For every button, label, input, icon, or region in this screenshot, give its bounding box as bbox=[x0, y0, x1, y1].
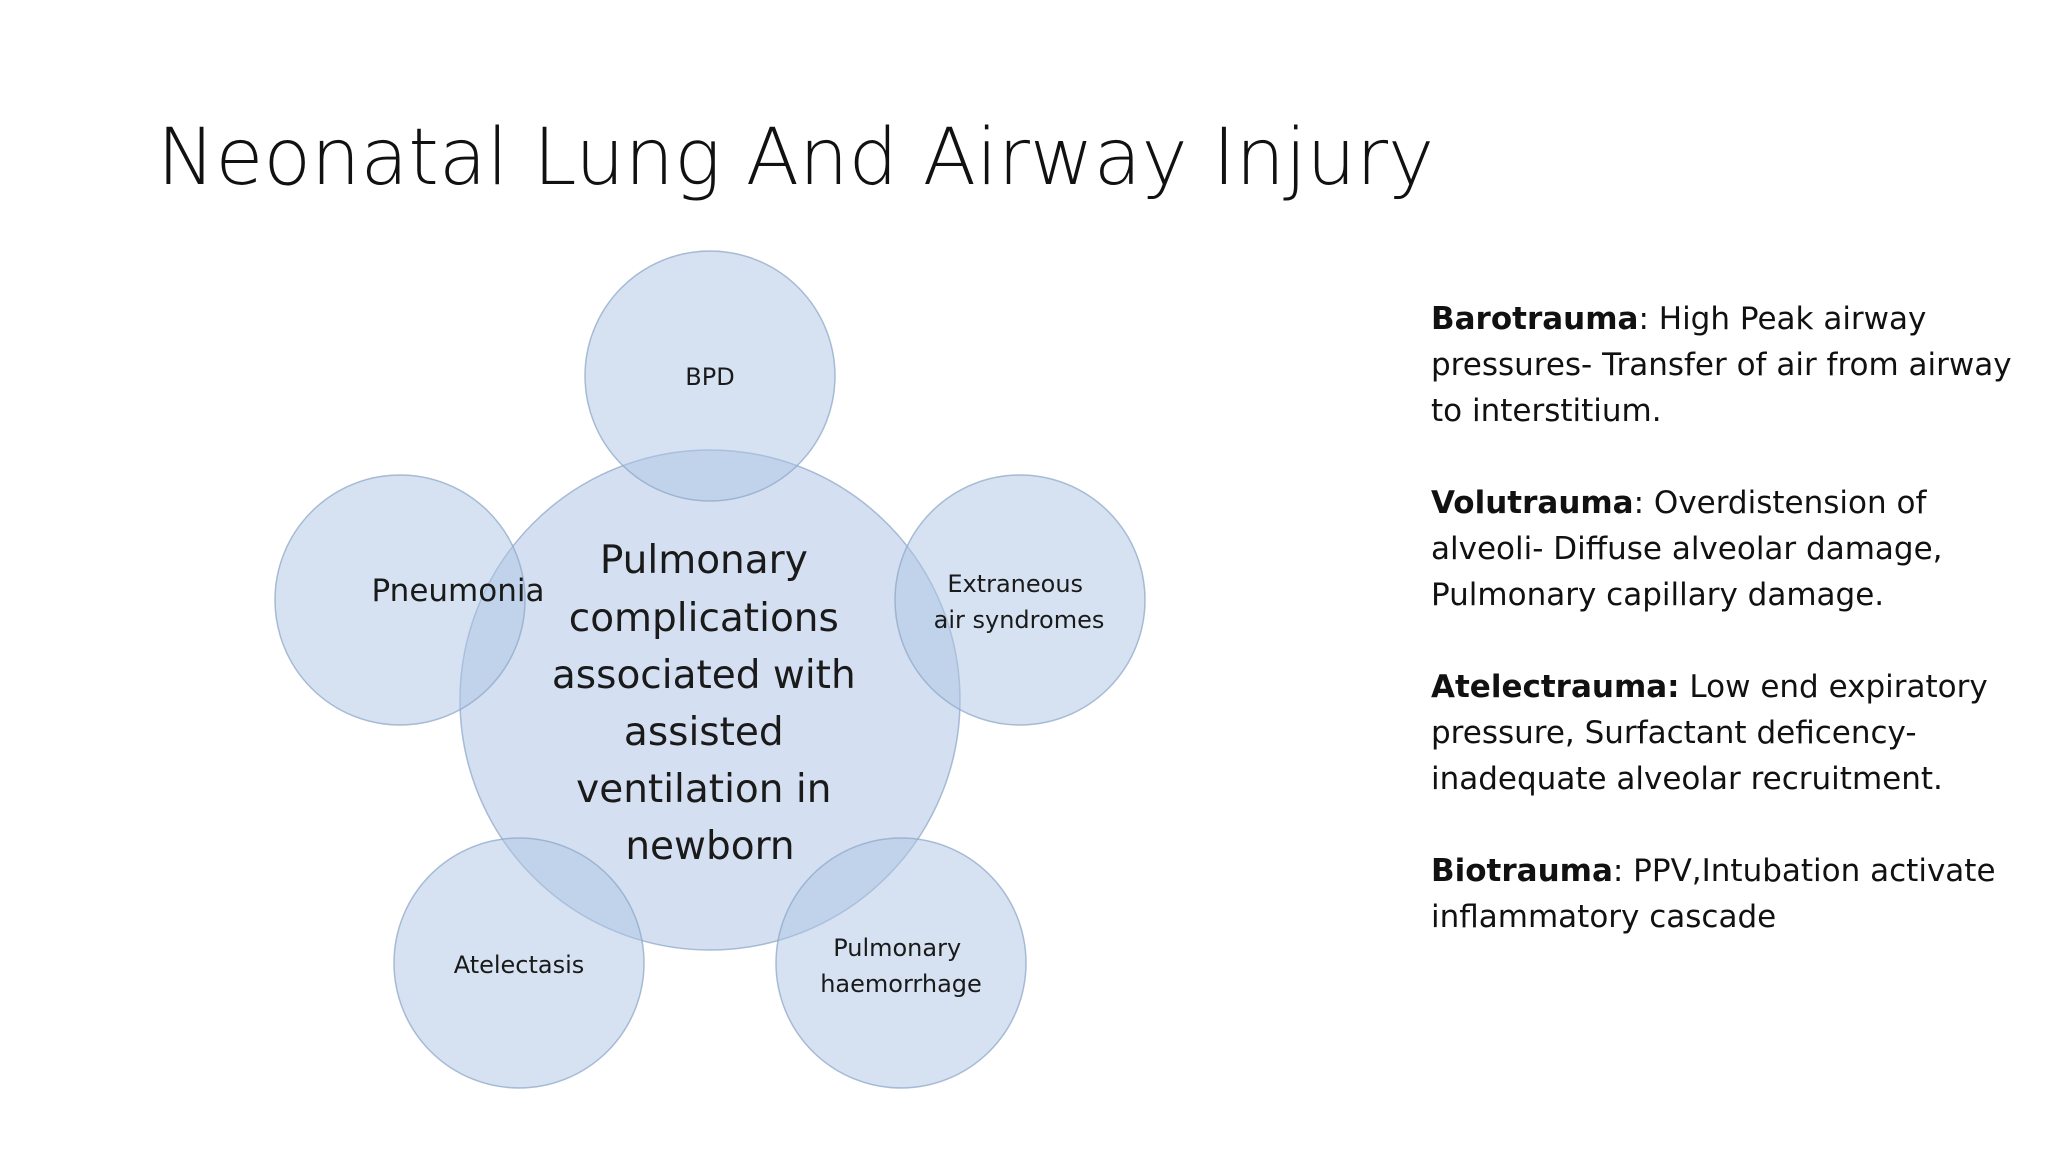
extraneous-air-circle bbox=[894, 474, 1146, 726]
note-atelectrauma: Atelectrauma: Low end expiratory pressur… bbox=[1431, 664, 2031, 802]
center-label: Pulmonary complications associated with … bbox=[552, 538, 868, 869]
haemorrhage-label: Pulmonary haemorrhage bbox=[820, 934, 982, 998]
atelectasis-circle bbox=[393, 837, 645, 1089]
extraneous-air-label-line: Extraneous bbox=[947, 570, 1083, 598]
atelectasis-label: Atelectasis bbox=[454, 951, 585, 979]
note-text: Low end expiratory pressure, Surfactant … bbox=[1431, 669, 1988, 797]
center-label-line: complications bbox=[569, 596, 839, 641]
pneumonia-label: Pneumonia bbox=[372, 573, 545, 609]
slide-title: Neonatal Lung And Airway Injury bbox=[157, 113, 1435, 203]
extraneous-air-label: Extraneous air syndromes bbox=[934, 570, 1105, 634]
center-label-line: ventilation in bbox=[576, 767, 831, 812]
note-separator: : bbox=[1638, 301, 1649, 337]
note-volutrauma: Volutrauma: Overdistension of alveoli- D… bbox=[1431, 480, 2031, 618]
bpd-label: BPD bbox=[685, 363, 734, 391]
note-term: Volutrauma bbox=[1431, 485, 1634, 521]
center-label-line: associated with bbox=[552, 653, 856, 698]
center-label-line: newborn bbox=[625, 824, 794, 869]
center-label-line: Pulmonary bbox=[600, 538, 808, 583]
note-separator: : bbox=[1612, 853, 1624, 889]
note-barotrauma: Barotrauma: High Peak airway pressures- … bbox=[1431, 296, 2031, 434]
haemorrhage-circle bbox=[775, 837, 1027, 1089]
note-text: Overdistension of alveoli- Diffuse alveo… bbox=[1431, 485, 1943, 613]
notes-panel: Barotrauma: High Peak airway pressures- … bbox=[1431, 296, 2031, 986]
note-term: Biotrauma bbox=[1431, 853, 1613, 889]
note-separator: : bbox=[1633, 485, 1645, 521]
haemorrhage-label-line: Pulmonary bbox=[833, 934, 961, 962]
note-term: Barotrauma bbox=[1431, 301, 1639, 337]
note-biotrauma: Biotrauma: PPV,Intubation activate infla… bbox=[1431, 848, 2031, 940]
bpd-circle bbox=[584, 250, 836, 502]
pneumonia-circle bbox=[274, 474, 526, 726]
note-text: PPV,Intubation activate inflammatory cas… bbox=[1431, 853, 1996, 935]
extraneous-air-label-line: air syndromes bbox=[934, 606, 1105, 634]
center-label-line: assisted bbox=[624, 710, 784, 755]
note-term: Atelectrauma: bbox=[1431, 669, 1680, 705]
haemorrhage-label-line: haemorrhage bbox=[820, 970, 982, 998]
note-text: High Peak airway pressures- Transfer of … bbox=[1431, 301, 2012, 429]
